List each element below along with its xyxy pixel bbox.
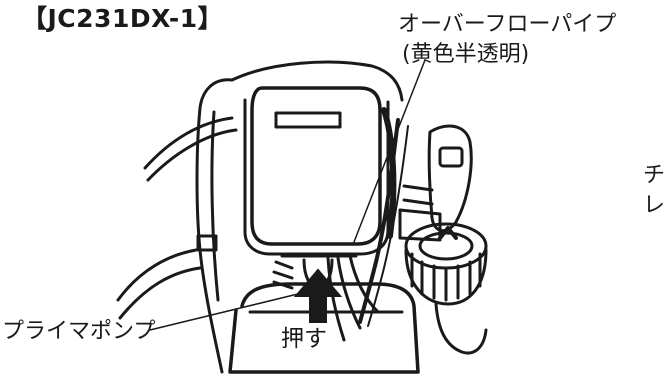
throttle-link	[402, 184, 434, 206]
fuel-cap-body	[404, 248, 488, 306]
fuel-cap-inner	[418, 231, 474, 261]
cover-emblem	[274, 111, 342, 129]
hose-2	[336, 256, 362, 330]
fuel-cap-ridges	[410, 252, 482, 302]
leader-overflow	[353, 59, 426, 243]
overflow-pipe	[358, 118, 400, 324]
left-frame	[116, 248, 198, 302]
push-label: 押す	[281, 326, 327, 352]
leader-primer	[149, 291, 307, 331]
hose-1	[326, 256, 346, 342]
left-hose-upper	[143, 116, 234, 170]
overflow-pipe-2	[367, 125, 409, 327]
fuel-cap-tab	[438, 226, 458, 240]
left-bolt	[196, 234, 218, 252]
primer-pump-label: プライマポンプ	[2, 319, 156, 344]
right-label-cut-1: チ	[643, 163, 665, 188]
shroud-top	[230, 60, 404, 102]
left-frame-2	[118, 266, 202, 320]
fuel-neck	[434, 302, 488, 355]
fuel-tank	[228, 282, 420, 374]
overflow-pipe-label: オーバーフローパイプ	[398, 12, 617, 37]
right-label-cut-2: レ	[643, 193, 665, 218]
model-title: 【JC231DX-1】	[22, 4, 224, 33]
shroud-left-inner	[210, 110, 220, 302]
push-arrow	[293, 268, 343, 323]
overflow-pipe-note: (黄色半透明)	[402, 42, 530, 67]
hose-3	[348, 254, 380, 314]
air-cleaner-rim	[243, 98, 390, 256]
left-hose-lower	[146, 128, 238, 182]
engine-shroud	[195, 78, 234, 374]
throttle-button	[438, 146, 464, 168]
air-cleaner-cover	[250, 86, 382, 246]
